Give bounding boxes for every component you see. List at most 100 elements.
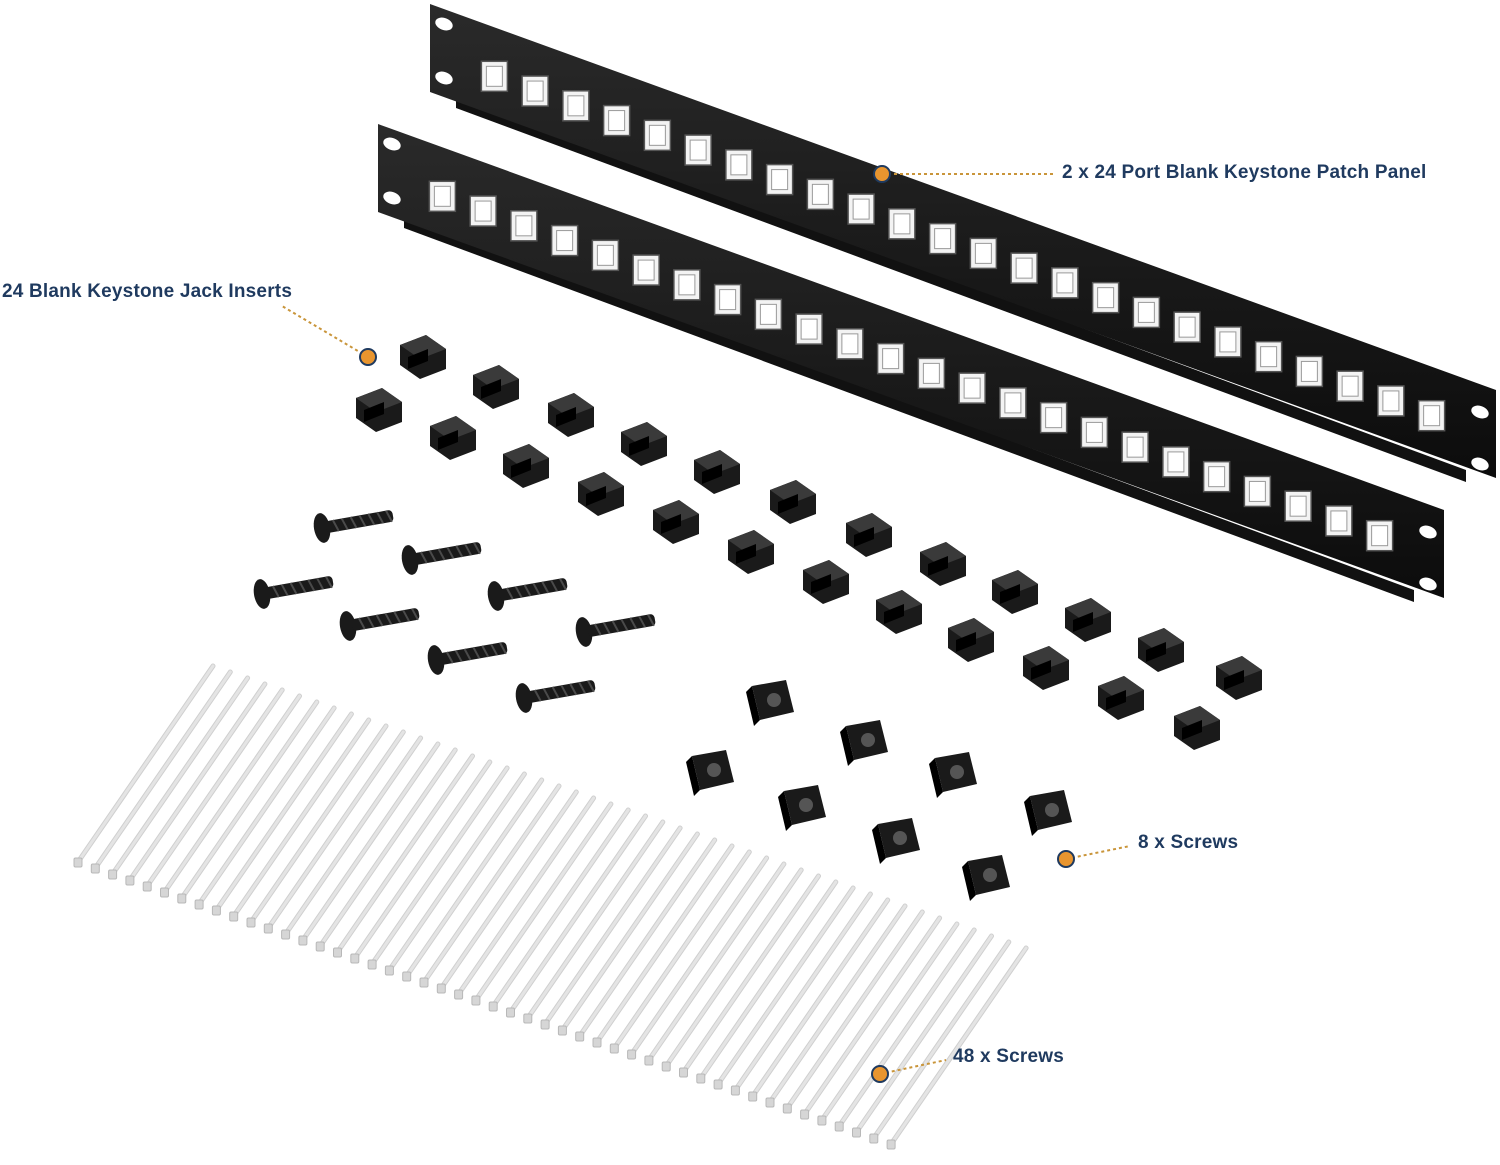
callout-label-cage-nuts: 8 x Screws	[1138, 832, 1239, 853]
screw-thread	[464, 543, 472, 556]
screw-head	[401, 545, 419, 575]
keystone-port-opening	[771, 169, 789, 191]
cable-tie	[350, 759, 493, 964]
screw-head	[313, 513, 331, 543]
keystone-port-opening	[608, 110, 626, 132]
cable-tie	[402, 777, 545, 982]
screw	[515, 680, 596, 713]
keystone-port-opening	[1219, 331, 1237, 353]
keystone-insert	[430, 416, 476, 460]
screw-thread	[532, 582, 541, 595]
cable-tie-head	[834, 1121, 844, 1132]
insert-top	[621, 422, 667, 446]
cable-tie	[471, 801, 614, 1006]
cable-tie-strap-highlight	[266, 730, 405, 930]
cable-tie-strap-highlight	[768, 904, 907, 1104]
cable-tie-head	[263, 923, 273, 934]
cage-nut-clip	[778, 791, 792, 831]
screw-thread	[271, 585, 280, 598]
insert-recess	[1031, 660, 1051, 680]
screw-thread	[376, 511, 384, 524]
keystone-port-opening	[648, 124, 666, 146]
screw-shaft	[499, 578, 568, 601]
cage-nut	[746, 680, 794, 726]
cable-tie-strap-highlight	[439, 790, 578, 990]
keystone-insert	[356, 388, 402, 432]
keystone-port-opening	[719, 289, 737, 311]
insert-top	[770, 480, 816, 504]
cable-tie-strap-highlight	[889, 946, 1028, 1146]
insert-top	[1023, 646, 1069, 670]
cable-tie-head	[125, 875, 135, 886]
screw-thread	[331, 519, 340, 532]
insert-top	[728, 530, 774, 554]
screw-thread	[593, 623, 602, 636]
keystone-port-opening	[596, 244, 614, 266]
cable-tie	[90, 669, 233, 874]
insert-recess	[364, 402, 384, 422]
cable-tie	[211, 711, 354, 916]
rack-ear-hole	[383, 137, 401, 151]
cable-tie	[627, 855, 770, 1060]
keystone-insert	[578, 472, 624, 516]
cable-tie-head	[471, 995, 481, 1006]
cable-tie	[748, 897, 891, 1102]
screw-shaft	[527, 680, 596, 703]
cable-tie-group	[73, 663, 1029, 1150]
cable-tie-head	[90, 863, 100, 874]
screw-thread	[307, 579, 316, 592]
cable-tie	[229, 717, 372, 922]
keystone-port-opening	[474, 200, 492, 222]
insert-top	[1138, 628, 1184, 652]
cable-tie-head	[160, 887, 169, 898]
cable-tie-strap-highlight	[682, 874, 820, 1074]
screw-thread	[393, 611, 402, 624]
screw-thread	[551, 686, 560, 699]
cable-tie-head	[367, 959, 377, 970]
cable-tie	[852, 933, 994, 1138]
cable-tie-head	[194, 899, 204, 910]
insert-recess	[1146, 642, 1166, 662]
screw-thread	[481, 645, 490, 658]
screw-thread	[578, 681, 586, 694]
cage-nut	[962, 855, 1010, 901]
cable-tie-head	[575, 1031, 585, 1042]
screw-thread	[375, 614, 384, 627]
screw-head	[339, 611, 357, 641]
keystone-port-opening	[1260, 346, 1278, 368]
keystone-insert	[948, 618, 994, 662]
insert-top	[846, 513, 892, 537]
cable-tie-strap-highlight	[370, 766, 509, 966]
keystone-port-opening	[1423, 405, 1441, 427]
keystone-insert	[876, 590, 922, 634]
cage-nut	[840, 720, 888, 766]
screw-thread	[505, 587, 514, 600]
patch-panel-group	[378, 4, 1496, 602]
screw-thread	[560, 684, 569, 697]
cable-tie	[281, 735, 424, 940]
screw-shaft	[351, 608, 420, 631]
keystone-insert	[1216, 656, 1262, 700]
cable-tie-strap-highlight	[163, 694, 301, 894]
cable-tie-head	[350, 953, 360, 964]
screw-thread	[533, 689, 542, 702]
cage-nut-clip	[686, 756, 700, 796]
keystone-port-opening	[1371, 525, 1389, 547]
cable-tie	[177, 699, 320, 904]
cable-tie-head	[817, 1115, 827, 1126]
cable-tie-strap-highlight	[785, 910, 924, 1110]
cage-nut-clip	[872, 824, 886, 864]
cable-tie-head	[281, 929, 291, 940]
keystone-insert	[728, 530, 774, 574]
cable-tie-strap-highlight	[803, 916, 942, 1116]
cable-tie-head	[211, 905, 221, 916]
cable-tie-head	[782, 1103, 792, 1114]
keystone-port-opening	[1341, 375, 1359, 397]
screw-thread	[325, 576, 333, 589]
keystone-port-opening	[893, 213, 911, 235]
cable-tie-head	[696, 1073, 706, 1084]
screw-thread	[367, 513, 376, 526]
cable-tie-strap-highlight	[509, 814, 647, 1014]
cable-tie-head	[506, 1007, 515, 1018]
cable-tie-strap-highlight	[145, 688, 284, 888]
